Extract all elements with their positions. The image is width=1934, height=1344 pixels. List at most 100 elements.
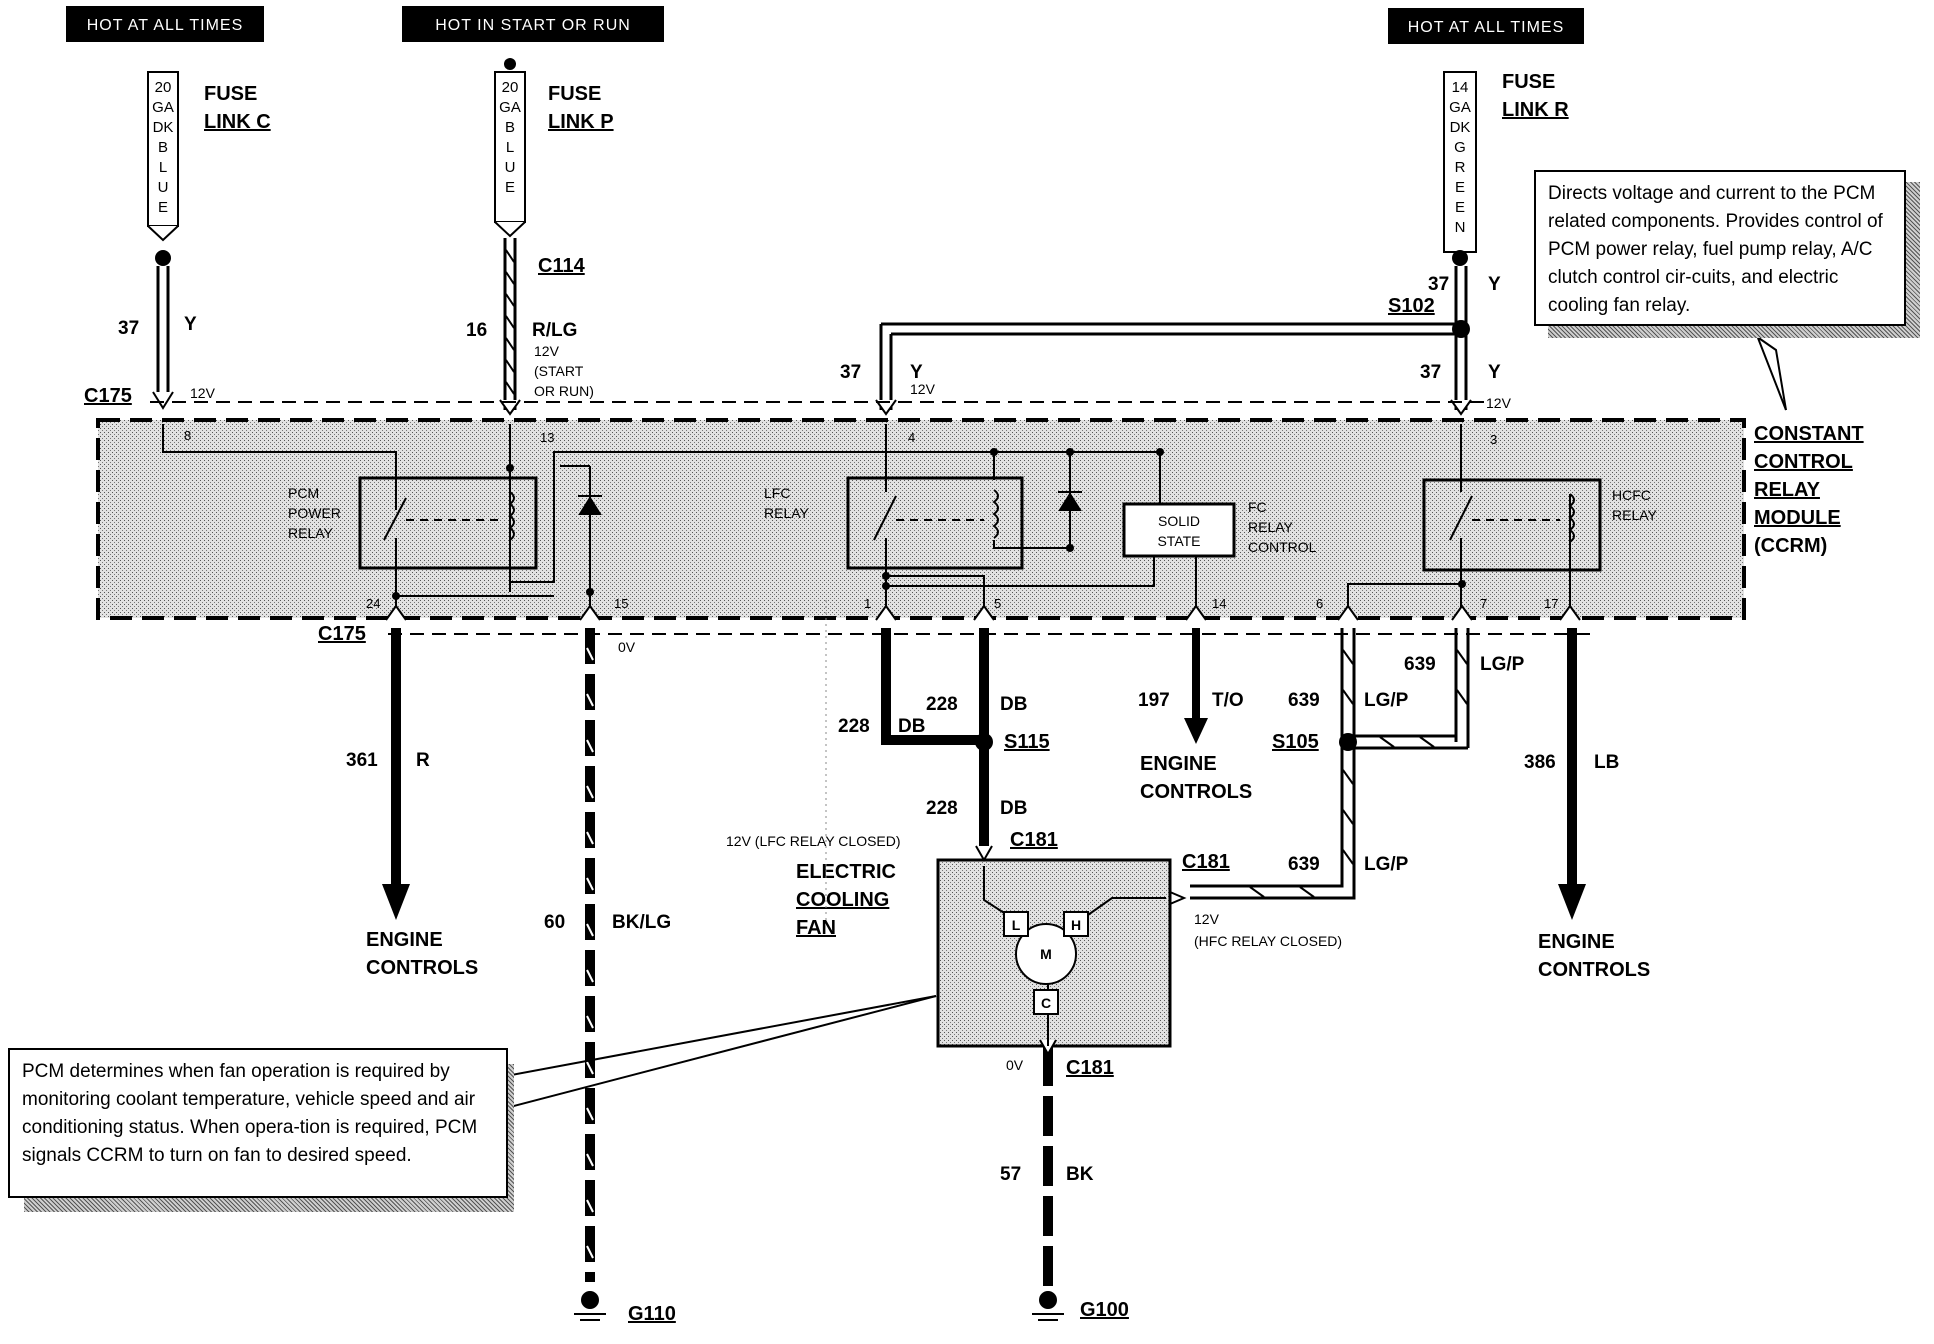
header-hot-at-all-times-left: HOT AT ALL TIMES xyxy=(66,6,264,42)
pcm-note: PCM determines when fan operation is req… xyxy=(8,1048,508,1198)
svg-text:HOT AT ALL TIMES: HOT AT ALL TIMES xyxy=(87,17,244,34)
svg-text:G: G xyxy=(1454,139,1466,156)
svg-text:MODULE: MODULE xyxy=(1754,507,1841,529)
svg-text:6: 6 xyxy=(1316,596,1323,611)
svg-text:G110: G110 xyxy=(628,1303,676,1325)
splice-s105 xyxy=(1339,733,1357,751)
wire-639-stripes xyxy=(1249,649,1468,898)
top-connector-arrows xyxy=(152,391,1472,416)
svg-text:DB: DB xyxy=(898,716,925,737)
svg-text:OR RUN): OR RUN) xyxy=(534,383,594,399)
svg-text:FC: FC xyxy=(1248,499,1267,515)
svg-text:GA: GA xyxy=(1449,99,1471,116)
svg-text:12V: 12V xyxy=(1486,395,1512,411)
svg-text:DB: DB xyxy=(1000,694,1027,715)
arrow-icons xyxy=(382,718,1586,920)
bottom-connector-arrows xyxy=(385,604,1581,621)
svg-text:FAN: FAN xyxy=(796,917,836,939)
header-hot-in-start-or-run: HOT IN START OR RUN xyxy=(402,6,664,42)
svg-text:228: 228 xyxy=(926,694,958,715)
svg-text:C175: C175 xyxy=(84,385,132,407)
svg-text:639: 639 xyxy=(1288,854,1320,875)
svg-text:Y: Y xyxy=(1488,274,1501,295)
svg-text:B: B xyxy=(505,119,515,136)
ccrm-title: CONSTANT CONTROL RELAY MODULE (CCRM) xyxy=(1754,423,1864,557)
svg-text:GA: GA xyxy=(499,99,521,116)
svg-text:DB: DB xyxy=(1000,798,1027,819)
pin-numbers: 8 13 4 3 24 15 1 5 14 6 7 17 xyxy=(184,428,1558,611)
svg-text:R: R xyxy=(416,750,430,771)
svg-text:15: 15 xyxy=(614,596,628,611)
svg-text:BK/LG: BK/LG xyxy=(612,912,671,933)
svg-text:Y: Y xyxy=(1488,362,1501,383)
svg-text:E: E xyxy=(1455,179,1465,196)
svg-text:5: 5 xyxy=(994,596,1001,611)
svg-text:RELAY: RELAY xyxy=(1612,507,1658,523)
svg-text:12V: 12V xyxy=(910,381,936,397)
svg-text:LG/P: LG/P xyxy=(1480,654,1525,675)
engine-controls-labels: ENGINE CONTROLS ENGINE CONTROLS ENGINE C… xyxy=(366,753,1650,981)
svg-text:12V: 12V xyxy=(190,385,216,401)
svg-text:C181: C181 xyxy=(1182,851,1230,873)
svg-text:COOLING: COOLING xyxy=(796,889,889,911)
svg-text:CONTROLS: CONTROLS xyxy=(1140,781,1252,803)
svg-text:STATE: STATE xyxy=(1157,533,1200,549)
svg-text:12V (LFC RELAY CLOSED): 12V (LFC RELAY CLOSED) xyxy=(726,833,901,849)
ccrm-junctions xyxy=(392,448,1466,600)
svg-text:RELAY: RELAY xyxy=(1248,519,1294,535)
svg-text:Y: Y xyxy=(184,314,197,335)
svg-text:ENGINE: ENGINE xyxy=(366,929,443,951)
svg-text:B: B xyxy=(158,139,168,156)
svg-text:639: 639 xyxy=(1288,690,1320,711)
splice-s102 xyxy=(1452,320,1470,338)
svg-text:(CCRM): (CCRM) xyxy=(1754,535,1827,557)
svg-text:C175: C175 xyxy=(318,623,366,645)
svg-text:386: 386 xyxy=(1524,752,1556,773)
svg-text:37: 37 xyxy=(840,362,861,383)
hcfc-relay: HCFC RELAY xyxy=(1422,478,1658,572)
svg-text:14: 14 xyxy=(1212,596,1226,611)
svg-text:37: 37 xyxy=(1420,362,1441,383)
svg-text:197: 197 xyxy=(1138,690,1170,711)
svg-text:HOT AT ALL TIMES: HOT AT ALL TIMES xyxy=(1408,19,1565,36)
svg-text:LINK P: LINK P xyxy=(548,111,614,133)
svg-text:12V: 12V xyxy=(534,343,560,359)
svg-text:4: 4 xyxy=(908,430,915,445)
fuse-link-p: 20 GA B L U E FUSE LINK P xyxy=(494,58,614,238)
svg-text:S105: S105 xyxy=(1272,731,1319,753)
ground-icon xyxy=(574,1291,1064,1321)
header-hot-at-all-times-right: HOT AT ALL TIMES xyxy=(1388,8,1584,44)
solid-state-control: SOLID STATE FC RELAY CONTROL xyxy=(1122,499,1317,558)
diode-icon xyxy=(578,491,1082,515)
svg-text:POWER: POWER xyxy=(288,505,341,521)
pcm-power-relay: PCM POWER RELAY xyxy=(288,476,538,570)
ccrm-note-text: Directs voltage and current to the PCM r… xyxy=(1548,183,1883,316)
svg-text:60: 60 xyxy=(544,912,565,933)
svg-text:ENGINE: ENGINE xyxy=(1140,753,1217,775)
svg-text:37: 37 xyxy=(118,318,139,339)
svg-text:228: 228 xyxy=(838,716,870,737)
svg-text:20: 20 xyxy=(502,79,519,96)
svg-text:C181: C181 xyxy=(1010,829,1058,851)
fuse-link-c: 20 GA DK B L U E FUSE LINK C xyxy=(147,71,271,266)
svg-text:C: C xyxy=(1041,995,1051,1011)
svg-text:(HFC RELAY CLOSED): (HFC RELAY CLOSED) xyxy=(1194,933,1342,949)
svg-text:ENGINE: ENGINE xyxy=(1538,931,1615,953)
svg-text:CONSTANT: CONSTANT xyxy=(1754,423,1864,445)
fuse-link-r: 14 GA DK G R E E N FUSE LINK R xyxy=(1443,71,1569,266)
svg-text:HCFC: HCFC xyxy=(1612,487,1651,503)
svg-text:U: U xyxy=(505,159,516,176)
svg-text:PCM: PCM xyxy=(288,485,319,501)
svg-text:GA: GA xyxy=(152,99,174,116)
svg-text:RELAY: RELAY xyxy=(1754,479,1821,501)
splice-s115 xyxy=(975,733,993,751)
svg-text:E: E xyxy=(505,179,515,196)
wire-16-stripes xyxy=(505,249,515,395)
svg-text:LG/P: LG/P xyxy=(1364,854,1409,875)
pcm-note-text: PCM determines when fan operation is req… xyxy=(22,1061,478,1166)
ccrm-note: Directs voltage and current to the PCM r… xyxy=(1534,170,1906,326)
svg-text:0V: 0V xyxy=(618,639,636,655)
svg-text:HOT IN START OR RUN: HOT IN START OR RUN xyxy=(435,17,631,34)
